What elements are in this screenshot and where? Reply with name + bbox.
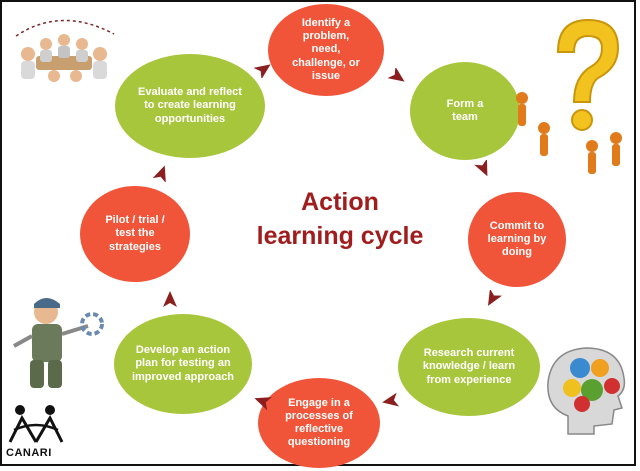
gears-head-icon	[547, 347, 626, 435]
step-evaluate-reflect: Evaluate and reflect to create learning …	[115, 54, 265, 158]
step-label: Evaluate and reflect to create learning …	[138, 86, 242, 125]
step-commit-to-learning: Commit to learning by doing	[468, 192, 566, 287]
canari-logo-text: CANARI	[6, 447, 52, 459]
step-label: Form a team	[446, 97, 484, 123]
arrow-2-to-3	[474, 160, 488, 177]
step-label: Identify a problem, need, challenge, or …	[292, 17, 360, 82]
step-label: Commit to learning by doing	[487, 219, 547, 259]
title-line-1: Action	[301, 188, 379, 216]
title-line-2: learning cycle	[256, 221, 424, 250]
arrow-6-to-7	[163, 291, 177, 307]
canari-logo-icon	[8, 405, 64, 443]
arrow-5-to-6	[254, 397, 272, 410]
step-label: Develop an action plan for testing an im…	[131, 344, 235, 383]
step-label: Engage in a processes of reflective ques…	[285, 396, 353, 449]
step-develop-action-plan: Develop an action plan for testing an im…	[114, 314, 252, 414]
arrow-1-to-2	[388, 68, 405, 82]
arrow-3-to-4	[488, 290, 502, 306]
step-label: Research current knowledge / learn from …	[422, 347, 516, 386]
step-form-team: Form a team	[410, 62, 520, 160]
step-reflective-questioning: Engage in a processes of reflective ques…	[258, 378, 380, 468]
mechanic-clipart-icon	[13, 298, 104, 388]
step-research-knowledge: Research current knowledge / learn from …	[398, 318, 540, 416]
meeting-clipart-icon	[15, 19, 115, 82]
arrow-8-to-1	[254, 64, 271, 78]
arrow-7-to-8	[152, 165, 166, 182]
step-pilot-trial: Pilot / trial / test the strategies	[80, 186, 190, 282]
step-identify-problem: Identify a problem, need, challenge, or …	[268, 4, 384, 96]
diagram-title: Action learning cycle	[255, 186, 425, 254]
question-people-icon	[516, 18, 622, 174]
step-label: Pilot / trial / test the strategies	[105, 214, 165, 253]
arrow-4-to-5	[382, 392, 400, 407]
